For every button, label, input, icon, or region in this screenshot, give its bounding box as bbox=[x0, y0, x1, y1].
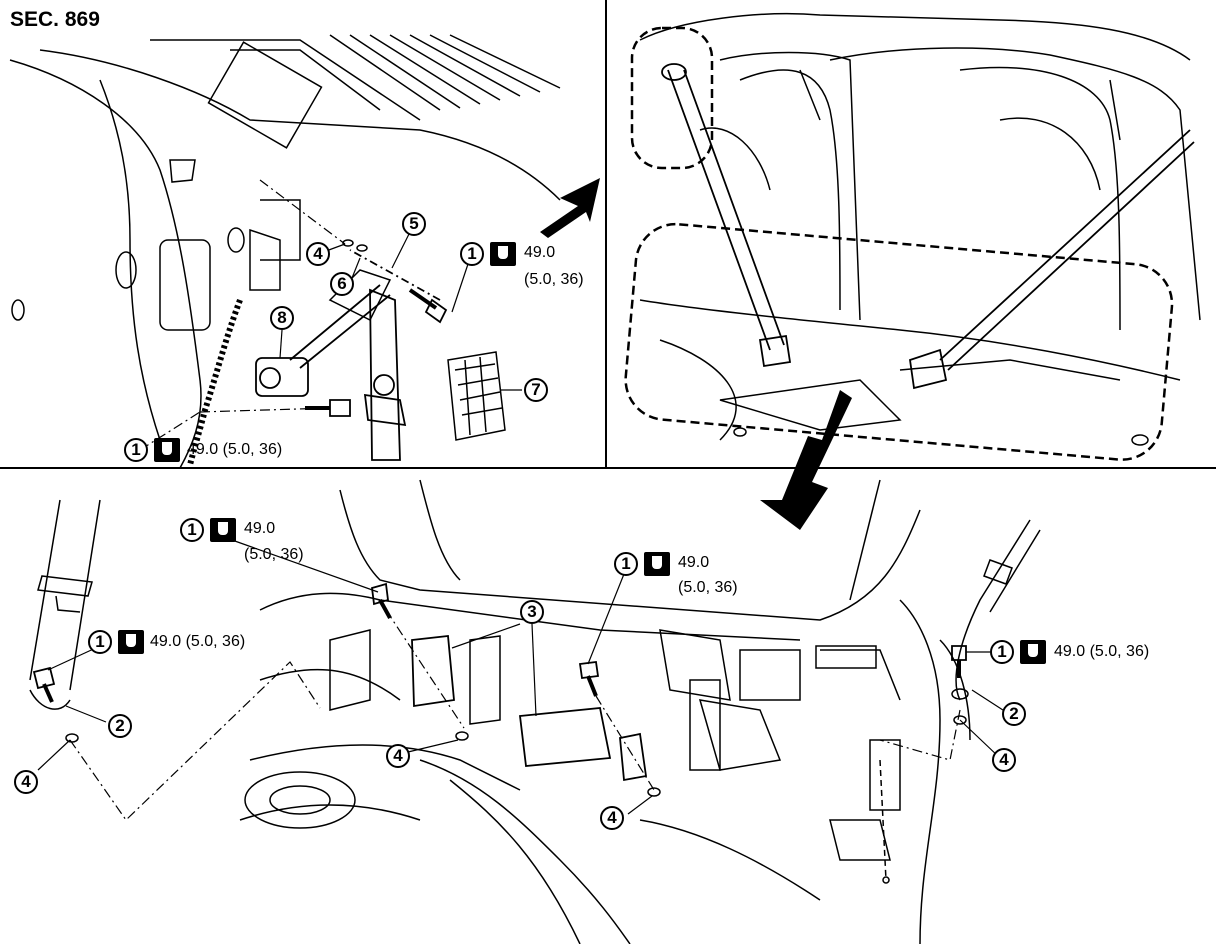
bolt-icon bbox=[32, 582, 967, 703]
callout-1: 1 bbox=[124, 438, 148, 462]
leader-lines-bottom bbox=[37, 539, 1007, 821]
wrench-torque-icon bbox=[210, 518, 236, 542]
buckle-icon bbox=[411, 635, 648, 782]
callout-8: 8 bbox=[270, 306, 294, 330]
callout-7: 7 bbox=[524, 378, 548, 402]
trim-clip-7 bbox=[447, 351, 506, 441]
torque-inline: 49.0 (5.0, 36) bbox=[187, 441, 283, 458]
torque-value: 49.0 bbox=[524, 244, 556, 261]
callout-1: 1 bbox=[614, 552, 638, 576]
torque-inline: 49.0 (5.0, 36) bbox=[150, 633, 246, 650]
wrench-torque-icon bbox=[644, 552, 670, 576]
callout-1: 1 bbox=[460, 242, 484, 266]
retractor-icon bbox=[255, 249, 441, 461]
callout-4: 4 bbox=[14, 770, 38, 794]
floor-illustration bbox=[239, 479, 971, 944]
callout-4: 4 bbox=[992, 748, 1016, 772]
torque-alt: (5.0, 36) bbox=[678, 579, 738, 596]
wrench-torque-icon bbox=[154, 438, 180, 462]
wrench-torque-icon bbox=[118, 630, 144, 654]
torque-value: 49.0 bbox=[678, 554, 710, 571]
rear-seat-illustration bbox=[639, 13, 1201, 446]
callout-4: 4 bbox=[386, 744, 410, 768]
callout-1: 1 bbox=[88, 630, 112, 654]
callout-4: 4 bbox=[600, 806, 624, 830]
torque-inline: 49.0 (5.0, 36) bbox=[1054, 643, 1150, 660]
callout-3: 3 bbox=[520, 600, 544, 624]
leader-lines-top-left bbox=[139, 179, 522, 451]
callout-5: 5 bbox=[402, 212, 426, 236]
highlight-lower-anchors bbox=[624, 222, 1174, 461]
callout-2: 2 bbox=[108, 714, 132, 738]
top-left-illustration bbox=[9, 34, 561, 469]
rear-window-louver bbox=[329, 34, 561, 111]
callout-1: 1 bbox=[990, 640, 1014, 664]
highlight-upper-anchor bbox=[630, 26, 714, 170]
right-belt-illustration bbox=[951, 519, 1041, 701]
torque-value: 49.0 bbox=[244, 520, 276, 537]
left-belt-illustration bbox=[29, 499, 101, 710]
wrench-torque-icon bbox=[1020, 640, 1046, 664]
seat-belt-icon bbox=[661, 63, 1195, 390]
callout-6: 6 bbox=[330, 272, 354, 296]
wrench-torque-icon bbox=[490, 242, 516, 266]
torque-alt: (5.0, 36) bbox=[244, 546, 304, 563]
direction-arrow-icon bbox=[760, 390, 852, 530]
washer-icon bbox=[65, 239, 967, 797]
direction-arrow-icon bbox=[540, 178, 600, 238]
callout-1: 1 bbox=[180, 518, 204, 542]
torque-alt: (5.0, 36) bbox=[524, 271, 584, 288]
callout-4: 4 bbox=[306, 242, 330, 266]
section-title: SEC. 869 bbox=[10, 8, 100, 31]
callout-2: 2 bbox=[1002, 702, 1026, 726]
